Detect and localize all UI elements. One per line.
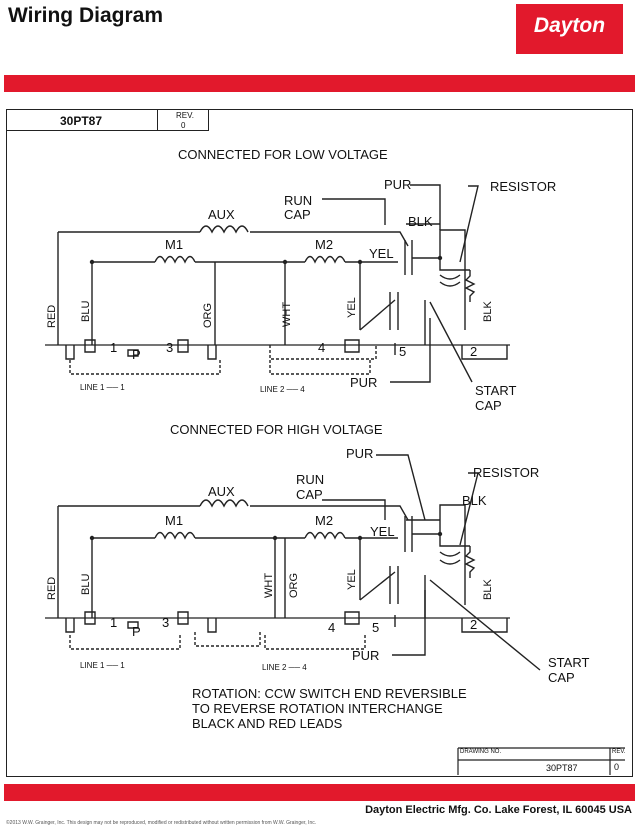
low-resistor-label: RESISTOR xyxy=(490,179,557,194)
start-cap-low xyxy=(439,274,461,287)
high-start-cap-label-2: CAP xyxy=(548,670,575,685)
high-blk-top-label: BLK xyxy=(462,493,487,508)
diagram-frame xyxy=(6,109,633,777)
low-blk-top-label: BLK xyxy=(408,214,433,229)
rev-label: REV. xyxy=(176,111,194,120)
high-yel-vert-label: YEL xyxy=(346,569,358,590)
high-blu-label: BLU xyxy=(80,573,92,595)
high-voltage-circuit xyxy=(45,454,541,671)
low-terminal-2: 2 xyxy=(470,344,478,359)
run-cap-high xyxy=(404,516,413,552)
m1-winding-high xyxy=(154,531,196,540)
high-run-cap-label-1: RUN xyxy=(296,472,325,487)
drawing-rev-value: 0 xyxy=(614,762,620,772)
drawing-no-value: 30PT87 xyxy=(546,763,578,773)
high-line1-label: LINE 1 ── 1 xyxy=(80,661,125,670)
low-start-cap-label-2: CAP xyxy=(475,398,502,413)
bottom-red-bar xyxy=(4,784,635,801)
m2-winding-low xyxy=(304,255,346,264)
run-cap-low xyxy=(404,240,413,275)
drawing-rev-label: REV. xyxy=(612,749,626,755)
low-org-label: ORG xyxy=(202,302,214,328)
high-pur-bottom-label: PUR xyxy=(352,648,380,663)
high-start-cap-label-1: START xyxy=(548,655,590,670)
drawing-no-label: DRAWING NO. xyxy=(460,749,502,755)
low-voltage-heading: CONNECTED FOR LOW VOLTAGE xyxy=(178,147,388,162)
low-line2-label: LINE 2 ── 4 xyxy=(260,385,305,394)
low-run-cap-label-1: RUN xyxy=(284,193,313,208)
high-terminal-3: 3 xyxy=(162,615,170,630)
logo-text: Dayton xyxy=(533,14,606,37)
low-terminal-1: 1 xyxy=(110,340,118,355)
model-cell xyxy=(7,110,158,131)
high-terminal-5: 5 xyxy=(372,620,380,635)
low-start-cap-label-1: START xyxy=(475,383,517,398)
m1-winding-low xyxy=(154,255,196,264)
low-line1-label: LINE 1 ── 1 xyxy=(80,383,125,392)
low-pur-top-label: PUR xyxy=(384,177,412,192)
high-m2-label: M2 xyxy=(315,513,334,528)
high-red-label: RED xyxy=(46,576,58,600)
low-pur-bottom-label: PUR xyxy=(350,375,378,390)
rotation-note-line-2: TO REVERSE ROTATION INTERCHANGE xyxy=(192,701,443,716)
low-m1-label: M1 xyxy=(165,237,184,252)
low-terminal-p: P xyxy=(132,347,141,362)
footer-company: Dayton Electric Mfg. Co. Lake Forest, IL… xyxy=(365,804,632,816)
high-terminal-2: 2 xyxy=(470,617,478,632)
aux-winding-high xyxy=(199,499,249,508)
dayton-logo: Dayton xyxy=(516,4,623,54)
low-run-cap-label-2: CAP xyxy=(284,207,311,222)
low-wht-label: WHT xyxy=(281,301,293,327)
high-wht-label: WHT xyxy=(263,572,275,598)
low-blu-label: BLU xyxy=(80,300,92,322)
high-blk-vert-label: BLK xyxy=(482,579,494,600)
drawing-block-lines xyxy=(457,747,625,775)
low-m2-label: M2 xyxy=(315,237,334,252)
high-m1-label: M1 xyxy=(165,513,184,528)
high-terminal-p: P xyxy=(132,624,141,639)
high-voltage-heading: CONNECTED FOR HIGH VOLTAGE xyxy=(170,422,383,437)
low-voltage-circuit xyxy=(45,184,510,383)
resistor-low xyxy=(412,229,476,330)
m2-winding-high xyxy=(304,531,346,540)
top-red-bar xyxy=(4,75,635,92)
high-terminal-1: 1 xyxy=(110,615,118,630)
footer-fine-print: ©2013 W.W. Grainger, Inc. This design ma… xyxy=(6,820,317,826)
page-title: Wiring Diagram xyxy=(8,4,163,27)
high-yel-label: YEL xyxy=(370,524,395,539)
high-terminal-4: 4 xyxy=(328,620,336,635)
aux-winding-low xyxy=(199,225,249,234)
high-org-label: ORG xyxy=(288,572,300,598)
rev-value: 0 xyxy=(181,121,186,130)
rotation-note-line-1: ROTATION: CCW SWITCH END REVERSIBLE xyxy=(192,686,467,701)
high-resistor-label: RESISTOR xyxy=(473,465,540,480)
low-terminal-3: 3 xyxy=(166,340,174,355)
low-red-label: RED xyxy=(46,304,58,328)
high-pur-top-label: PUR xyxy=(346,446,374,461)
rotation-note-line-3: BLACK AND RED LEADS xyxy=(192,716,343,731)
high-line2-label: LINE 2 ── 4 xyxy=(262,663,307,672)
low-blk-vert-label: BLK xyxy=(482,301,494,322)
high-run-cap-label-2: CAP xyxy=(296,487,323,502)
low-terminal-5: 5 xyxy=(399,344,407,359)
rev-cell xyxy=(158,110,209,131)
low-terminal-4: 4 xyxy=(318,340,326,355)
low-yel-label: YEL xyxy=(369,246,394,261)
high-aux-label: AUX xyxy=(208,484,235,499)
model-number: 30PT87 xyxy=(60,114,103,128)
start-cap-high xyxy=(439,551,461,565)
low-aux-label: AUX xyxy=(208,207,235,222)
low-yel-vert-label: YEL xyxy=(346,297,358,318)
